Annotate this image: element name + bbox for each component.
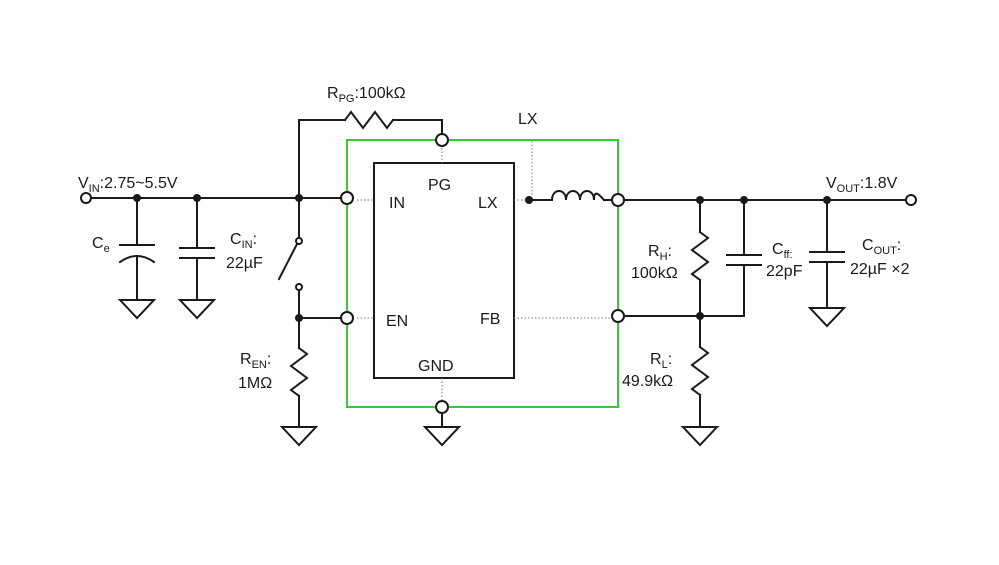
pin-lx-terminal xyxy=(611,193,625,207)
vout-terminal xyxy=(905,194,917,206)
gnd-connection xyxy=(422,412,462,447)
lx-top-label: LX xyxy=(518,111,538,128)
pin-in-terminal xyxy=(340,191,354,205)
cin-value: 22µF xyxy=(226,255,263,272)
cff-value: 22pF xyxy=(766,263,803,280)
rh-label: RH: xyxy=(648,243,672,263)
ren-value: 1MΩ xyxy=(238,375,272,392)
junction-dots xyxy=(133,194,831,322)
pin-gnd-terminal xyxy=(435,400,449,414)
terminals xyxy=(80,133,917,414)
ce-label: Ce xyxy=(92,235,110,255)
capacitor-cff xyxy=(726,199,762,317)
pin-fb-label: FB xyxy=(480,311,500,328)
vin-label: VIN:2.75~5.5V xyxy=(78,175,178,195)
pin-en-label: EN xyxy=(386,313,408,330)
pin-in-label: IN xyxy=(389,195,405,212)
inductor xyxy=(527,190,612,202)
cin-label: CIN: xyxy=(230,231,257,251)
ic-body xyxy=(373,162,515,379)
resistor-rl xyxy=(680,315,720,447)
pin-lx-label: LX xyxy=(478,195,498,212)
module-boundary xyxy=(346,139,619,408)
pin-en-terminal xyxy=(340,311,354,325)
resistor-rh xyxy=(690,199,710,317)
vin-terminal xyxy=(80,192,92,204)
internal-connections xyxy=(357,141,611,405)
capacitor-cin xyxy=(177,197,217,320)
pin-gnd-label: GND xyxy=(418,358,454,375)
rh-value: 100kΩ xyxy=(631,265,678,282)
cff-label: Cff: xyxy=(772,241,793,261)
rpg-label: RPG:100kΩ xyxy=(327,85,406,105)
rl-value: 49.9kΩ xyxy=(622,373,673,390)
pin-fb-terminal xyxy=(611,309,625,323)
rl-label: RL: xyxy=(650,351,672,371)
vout-label: VOUT:1.8V xyxy=(826,175,898,195)
pin-pg-label: PG xyxy=(428,177,451,194)
cout-label: COUT: xyxy=(862,237,901,257)
cout-value: 22µF ×2 xyxy=(850,261,910,278)
resistor-rpg xyxy=(298,110,443,199)
resistor-ren xyxy=(279,317,319,447)
enable-switch xyxy=(277,197,341,319)
ren-label: REN: xyxy=(240,351,271,371)
capacitor-cout xyxy=(807,199,847,328)
capacitor-ce xyxy=(117,197,157,320)
pin-pg-terminal xyxy=(435,133,449,147)
